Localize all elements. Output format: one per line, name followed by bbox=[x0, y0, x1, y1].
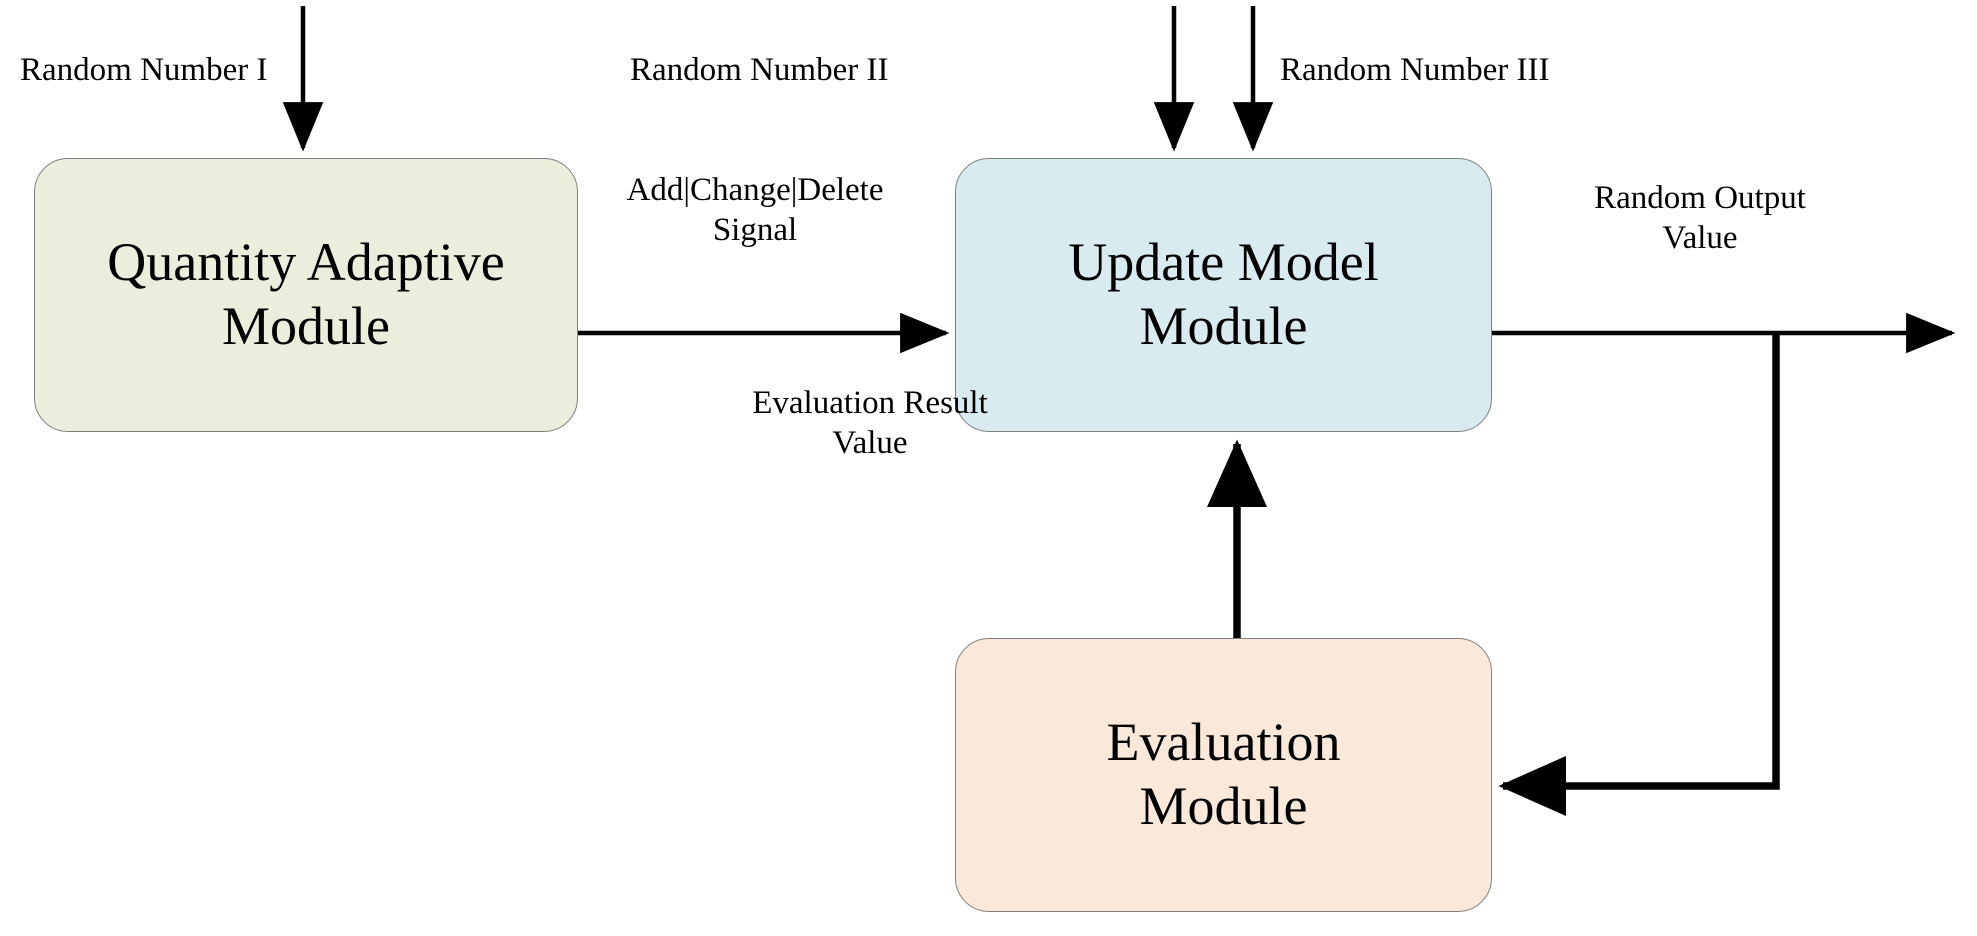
edge-label-random-number-2: Random Number II bbox=[630, 52, 889, 88]
node-update-model-module[interactable]: Update Model Module bbox=[955, 158, 1492, 432]
edge-label-add-change-delete-signal: Add|Change|Delete Signal bbox=[626, 172, 884, 249]
edge-label-evaluation-result-value: Evaluation Result Value bbox=[752, 385, 988, 462]
node-quantity-adaptive-module[interactable]: Quantity Adaptive Module bbox=[34, 158, 578, 432]
node-label-evaluation-module: Evaluation Module bbox=[1106, 712, 1341, 836]
edge-label-random-number-1: Random Number I bbox=[20, 52, 268, 88]
node-label-update-model-module: Update Model Module bbox=[1068, 232, 1379, 356]
node-evaluation-module[interactable]: Evaluation Module bbox=[955, 638, 1492, 912]
edge-label-random-output-value: Random Output Value bbox=[1594, 180, 1806, 257]
node-label-quantity-adaptive-module: Quantity Adaptive Module bbox=[107, 232, 505, 356]
edge-label-random-number-3: Random Number III bbox=[1280, 52, 1550, 88]
feedback-to-evaluation-arrow bbox=[1498, 333, 1780, 816]
